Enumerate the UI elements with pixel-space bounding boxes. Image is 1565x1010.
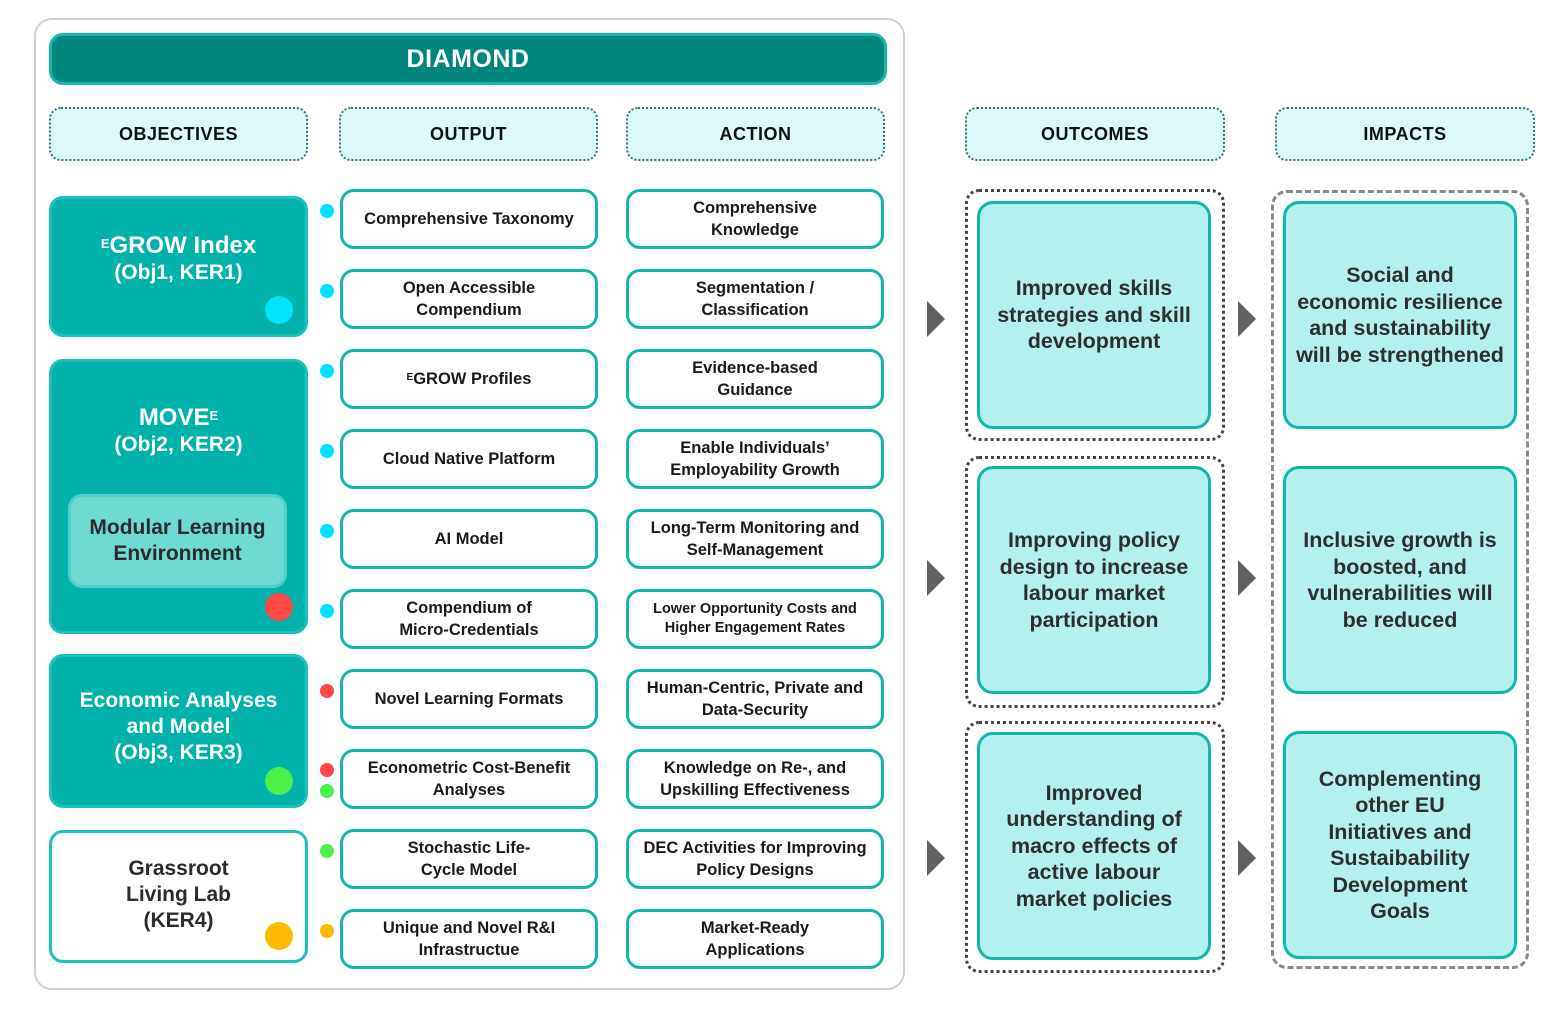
output-item: Econometric Cost-Benefit Analyses bbox=[340, 749, 598, 809]
link-dot-cyan bbox=[320, 284, 334, 298]
impact-box: Social and economic resilience and susta… bbox=[1283, 201, 1517, 429]
superscript-e: E bbox=[209, 408, 219, 423]
output-item: Open Accessible Compendium bbox=[340, 269, 598, 329]
link-dot-green bbox=[320, 784, 334, 798]
objective-move: MOVEE (Obj2, KER2) Modular Learning Envi… bbox=[49, 359, 308, 634]
objective-economic-analyses: Economic Analyses and Model (Obj3, KER3) bbox=[49, 654, 308, 808]
action-item: Market-Ready Applications bbox=[626, 909, 884, 969]
output-item: Stochastic Life-Cycle Model bbox=[340, 829, 598, 889]
objective-title: MOVEE bbox=[139, 404, 218, 432]
output-item: Comprehensive Taxonomy bbox=[340, 189, 598, 249]
objective-color-dot bbox=[265, 767, 293, 795]
impact-box: Inclusive growth is boosted, and vulnera… bbox=[1283, 466, 1517, 694]
output-item: Novel Learning Formats bbox=[340, 669, 598, 729]
link-dot-cyan bbox=[320, 604, 334, 618]
action-item: DEC Activities for Improving Policy Desi… bbox=[626, 829, 884, 889]
impacts-group bbox=[1271, 190, 1529, 969]
arrow-right-icon bbox=[1238, 840, 1256, 876]
output-label: GROW Profiles bbox=[413, 370, 532, 388]
outcome-group bbox=[965, 721, 1225, 973]
link-dot-red bbox=[320, 763, 334, 777]
objective-egrow-index: EGROW Index (Obj1, KER1) bbox=[49, 196, 308, 337]
action-item: Segmentation / Classification bbox=[626, 269, 884, 329]
arrow-right-icon bbox=[927, 560, 945, 596]
objective-name: GROW Index bbox=[109, 231, 257, 259]
objective-name: MOVE bbox=[138, 404, 210, 431]
objective-color-dot bbox=[265, 922, 293, 950]
output-item: Compendium of Micro-Credentials bbox=[340, 589, 598, 649]
link-dot-green bbox=[320, 844, 334, 858]
diamond-title: DIAMOND bbox=[49, 33, 887, 85]
link-dot-cyan bbox=[320, 524, 334, 538]
outcome-box: Improving policy design to increase labo… bbox=[977, 466, 1211, 694]
objective-color-dot bbox=[265, 593, 293, 621]
action-item: Evidence-based Guidance bbox=[626, 349, 884, 409]
outcome-box: Improved understanding of macro effects … bbox=[977, 732, 1211, 960]
header-action: ACTION bbox=[626, 107, 885, 161]
modular-learning-environment: Modular Learning Environment bbox=[68, 494, 287, 588]
action-item: Comprehensive Knowledge bbox=[626, 189, 884, 249]
objective-subtitle: (Obj3, KER3) bbox=[114, 741, 243, 764]
link-dot-yellow bbox=[320, 924, 334, 938]
outcome-group bbox=[965, 456, 1225, 708]
action-item: Knowledge on Re-, and Upskilling Effecti… bbox=[626, 749, 884, 809]
outcome-group bbox=[965, 189, 1225, 441]
header-outcomes: OUTCOMES bbox=[965, 107, 1225, 161]
objective-subtitle: (Obj1, KER1) bbox=[114, 260, 243, 284]
objective-color-dot bbox=[265, 296, 293, 324]
action-item: Enable Individuals’ Employability Growth bbox=[626, 429, 884, 489]
output-item: Cloud Native Platform bbox=[340, 429, 598, 489]
link-dot-red bbox=[320, 684, 334, 698]
superscript-e: E bbox=[100, 235, 110, 251]
arrow-right-icon bbox=[1238, 301, 1256, 337]
objective-title: Economic Analyses and Model bbox=[79, 689, 278, 738]
action-item: Human-Centric, Private and Data-Security bbox=[626, 669, 884, 729]
objective-title: EGROW Index bbox=[101, 232, 256, 260]
header-output: OUTPUT bbox=[339, 107, 598, 161]
header-objectives: OBJECTIVES bbox=[49, 107, 308, 161]
arrow-right-icon bbox=[1238, 560, 1256, 596]
output-item: Unique and Novel R&I Infrastructue bbox=[340, 909, 598, 969]
objective-grassroot-living-lab: Grassroot Living Lab (KER4) bbox=[49, 830, 308, 963]
link-dot-cyan bbox=[320, 444, 334, 458]
objective-subtitle: (Obj2, KER2) bbox=[114, 433, 243, 456]
action-item: Lower Opportunity Costs and Higher Engag… bbox=[626, 589, 884, 649]
header-impacts: IMPACTS bbox=[1275, 107, 1535, 161]
objective-subtitle: (KER4) bbox=[143, 908, 214, 932]
arrow-right-icon bbox=[927, 301, 945, 337]
objective-title: Grassroot Living Lab bbox=[126, 856, 231, 906]
impact-box: Complementing other EU Initiatives and S… bbox=[1283, 731, 1517, 959]
link-dot-cyan bbox=[320, 364, 334, 378]
outcome-box: Improved skills strategies and skill dev… bbox=[977, 201, 1211, 429]
superscript-e: E bbox=[406, 372, 414, 383]
output-item: AI Model bbox=[340, 509, 598, 569]
arrow-right-icon bbox=[927, 840, 945, 876]
link-dot-cyan bbox=[320, 204, 334, 218]
action-item: Long-Term Monitoring and Self-Management bbox=[626, 509, 884, 569]
